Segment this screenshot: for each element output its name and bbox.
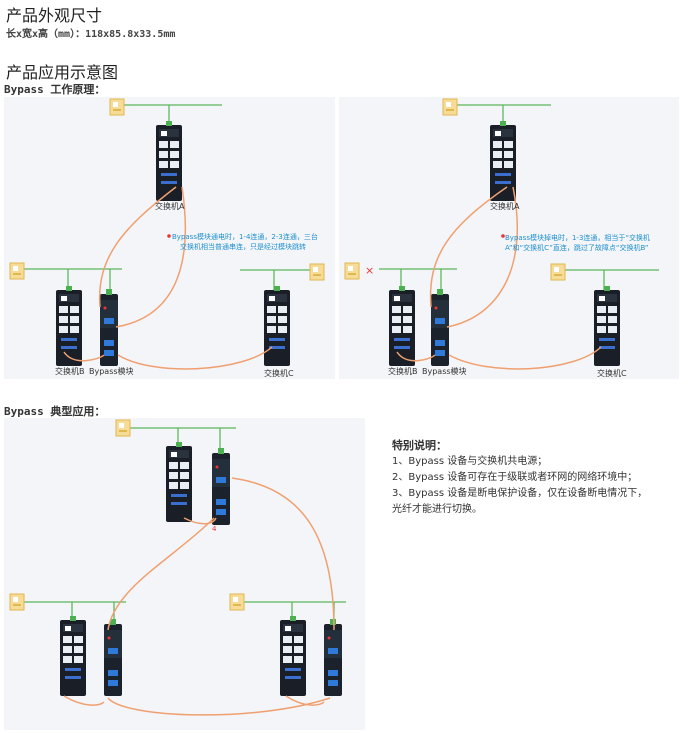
- application-title: 产品应用示意图: [6, 63, 119, 82]
- server-icon: [109, 98, 125, 116]
- notes-item: 1、Bypass 设备与交换机共电源；: [392, 456, 548, 467]
- caption-line-2: 交换机相当普通串连，只是经过模块跳转: [180, 243, 306, 251]
- fault-mark: ×: [365, 264, 375, 277]
- switch-c-label-right: 交换机C: [597, 369, 627, 378]
- bypass-module-icon: [104, 619, 122, 696]
- caption-right-line-1: Bypass模块掉电时，1-3连通，相当于“交换机: [505, 234, 651, 242]
- bypass-module-label: Bypass模块: [89, 367, 134, 376]
- notes-item: 光纤才能进行切换。: [392, 504, 482, 515]
- server-icon: [9, 262, 25, 280]
- server-icon: [309, 263, 325, 281]
- switch-icon: [280, 616, 306, 696]
- bypass-module-icon: [324, 619, 342, 696]
- server-icon: [550, 263, 566, 281]
- server-icon: [115, 419, 131, 437]
- notes-item: 3、Bypass 设备是断电保护设备，仅在设备断电情况下，: [392, 488, 648, 499]
- switch-icon: [166, 442, 192, 522]
- switch-icon: [56, 286, 82, 366]
- server-icon: [442, 98, 458, 116]
- server-icon: [9, 593, 25, 611]
- diagram-powered: [4, 97, 335, 379]
- bypass-module-icon: [431, 289, 449, 366]
- appearance-title: 产品外观尺寸: [6, 6, 103, 25]
- switch-icon: [156, 121, 182, 201]
- notes-block: 特别说明： 1、Bypass 设备与交换机共电源； 2、Bypass 设备可存在…: [392, 438, 647, 518]
- notes-title: 特别说明：: [392, 439, 447, 452]
- bypass-module-icon: [212, 448, 230, 525]
- typical-application-label: Bypass 典型应用：: [4, 405, 106, 418]
- diagram-unpowered: [339, 97, 679, 379]
- caption-line-1: Bypass模块通电时，1-4连通，2-3连通，三台: [172, 233, 318, 241]
- caption-right-line-2: A”和“交换机C”直连，跳过了故障点“交换机B”: [505, 244, 649, 252]
- bypass-principle-label: Bypass 工作原理：: [4, 83, 106, 96]
- switch-c-label: 交换机C: [264, 369, 294, 378]
- switch-a-label: 交换机A: [155, 202, 185, 211]
- server-icon: [229, 593, 245, 611]
- bypass-module-icon: [100, 289, 118, 366]
- switch-icon: [60, 616, 86, 696]
- switch-icon: [594, 286, 620, 366]
- dimensions-text: 长x宽x高（mm）：118x85.8x33.5mm: [6, 29, 176, 40]
- port-mark: 4: [212, 525, 217, 533]
- switch-b-label: 交换机B: [55, 367, 85, 376]
- bypass-module-label-right: Bypass模块: [422, 367, 467, 376]
- diagram-typical: [4, 418, 365, 730]
- notes-item: 2、Bypass 设备可存在于级联或者环网的网络环境中；: [392, 472, 638, 483]
- switch-icon: [389, 286, 415, 366]
- server-icon: [344, 262, 360, 280]
- switch-a-label-right: 交换机A: [490, 202, 520, 211]
- switch-icon: [264, 286, 290, 366]
- switch-b-label-right: 交换机B: [388, 367, 418, 376]
